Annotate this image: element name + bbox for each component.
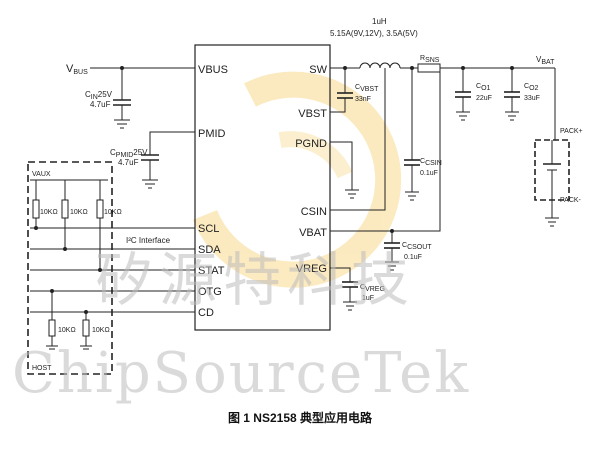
pin-stat: STAT — [198, 265, 225, 277]
pgnd-ground — [330, 141, 359, 199]
svg-text:VBUS: VBUS — [66, 63, 88, 76]
co2-capacitor — [504, 68, 520, 121]
host-label: HOST — [32, 365, 52, 372]
cvreg-capacitor — [330, 267, 358, 311]
rsns-resistor — [417, 63, 441, 73]
inductor-value: 1uH — [372, 17, 387, 26]
vbat-net-label: VBAT — [536, 55, 555, 66]
pin-vbat: VBAT — [299, 227, 327, 239]
cvbst-label: CVBST — [355, 84, 379, 93]
r-top-1: 10KΩ — [40, 209, 58, 216]
battery-icon — [543, 140, 561, 227]
pack-minus-label: PACK- — [560, 197, 582, 204]
csin-net — [330, 68, 420, 211]
cpmid-value: 4.7uF — [118, 158, 139, 167]
pin-cd: CD — [198, 307, 214, 319]
co1-value: 22uF — [476, 95, 492, 102]
pin-sw: SW — [309, 64, 327, 76]
pin-vbst: VBST — [298, 108, 327, 120]
co2-value: 33uF — [524, 95, 540, 102]
pin-otg: OTG — [198, 286, 222, 298]
r-bottom-1: 10KΩ — [58, 327, 76, 334]
pin-vbus: VBUS — [198, 64, 228, 76]
pullup-resistors — [32, 180, 104, 270]
pin-pgnd: PGND — [295, 138, 327, 150]
cin-label: CIN25V — [85, 90, 113, 101]
ccsin-label: CCSIN — [420, 158, 442, 167]
cvbst-value: 33nF — [355, 96, 371, 103]
rsns-label: RSNS — [420, 55, 440, 64]
cpmid-label: CPMID25V — [110, 148, 148, 159]
figure-caption: 图 1 NS2158 典型应用电路 — [228, 410, 373, 425]
pin-sda: SDA — [198, 244, 221, 256]
vbus-net: VBUS — [66, 63, 195, 129]
cvbst-capacitor — [330, 68, 353, 113]
pin-scl: SCL — [198, 223, 219, 235]
co1-label: CO1 — [476, 83, 491, 92]
pmid-net — [141, 131, 195, 189]
pulldown-resistors — [46, 291, 92, 350]
host-block — [27, 161, 113, 375]
vaux-label: VAUX — [32, 171, 51, 178]
watermark-cn: 矽源特科技 — [95, 246, 415, 314]
cvreg-value: 1uF — [362, 295, 374, 302]
co2-label: CO2 — [524, 83, 539, 92]
i2c-interface-label: I²C Interface — [126, 236, 171, 245]
pin-vreg: VREG — [296, 263, 327, 275]
watermark-en: ChipSourceTek — [12, 341, 470, 406]
host-signal-lines — [30, 226, 195, 314]
cvreg-label: CVREG — [360, 284, 385, 293]
cin-value: 4.7uF — [90, 100, 111, 109]
inductor-current: 5.15A(9V,12V), 3.5A(5V) — [330, 29, 418, 38]
watermark-logo-icon — [192, 71, 402, 288]
pack-plus-label: PACK+ — [560, 128, 583, 135]
pin-csin: CSIN — [301, 206, 327, 218]
ccsout-value: 0.1uF — [404, 254, 422, 261]
ns2158-chip-body — [194, 44, 331, 331]
r-top-3: 10KΩ — [104, 209, 122, 216]
r-top-2: 10KΩ — [70, 209, 88, 216]
pin-pmid: PMID — [198, 128, 226, 140]
ccsin-value: 0.1uF — [420, 170, 438, 177]
ccsout-label: CCSOUT — [402, 242, 432, 251]
co1-capacitor — [455, 68, 471, 121]
vbat-pin-net — [330, 68, 441, 271]
r-bottom-2: 10KΩ — [92, 327, 110, 334]
